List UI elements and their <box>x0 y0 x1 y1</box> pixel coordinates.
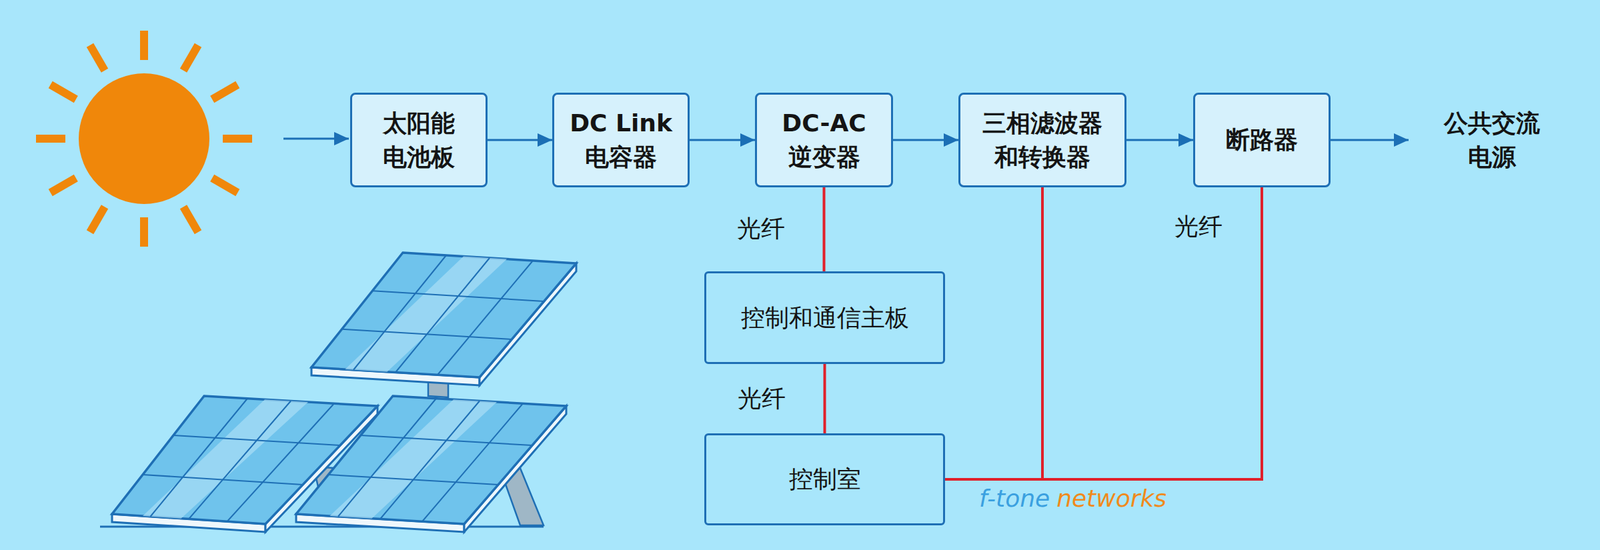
connector <box>945 187 1043 480</box>
sun-ray <box>50 84 77 100</box>
watermark: f-tonenetworks <box>979 485 1174 513</box>
connector <box>893 139 959 142</box>
sun-ray <box>36 134 66 143</box>
connector <box>1330 139 1409 142</box>
node-text: 三相滤波器 和转换器 <box>969 106 1116 175</box>
node-text: 公共交流 电源 <box>1419 106 1564 175</box>
panel-highlight <box>344 256 507 373</box>
sunlight-arrow <box>283 138 349 141</box>
edge-label: 光纤 <box>734 384 789 413</box>
sun-ray <box>183 45 199 71</box>
panel-grid <box>150 398 249 517</box>
node-text: 控制和通信主板 <box>740 300 910 335</box>
connector <box>1126 139 1194 142</box>
node-text: 控制室 <box>788 462 862 497</box>
panel-grid <box>372 290 544 302</box>
control-box: 控制和通信主板 <box>704 271 946 365</box>
process-box: 断路器 <box>1193 92 1331 188</box>
solar-panels <box>112 252 577 533</box>
panel-highlight <box>329 399 497 519</box>
watermark-text: networks <box>1056 484 1167 513</box>
sun-ray <box>212 84 238 100</box>
process-box: 太阳能 电池板 <box>350 92 488 188</box>
panel-grid <box>437 260 533 375</box>
process-box: DC Link 电容器 <box>552 92 690 188</box>
sun-ray <box>90 45 105 71</box>
connector <box>823 364 827 434</box>
sun-ray <box>90 206 105 233</box>
output-node: 公共交流 电源 <box>1408 92 1576 188</box>
sun-icon <box>36 30 253 247</box>
edge-label: 光纤 <box>1171 212 1226 241</box>
sun-ray <box>222 134 253 143</box>
process-box: 三相滤波器 和转换器 <box>958 92 1127 188</box>
panel-grid <box>338 398 437 517</box>
panel-grid <box>395 258 490 373</box>
control-box: 控制室 <box>704 433 946 526</box>
edge-label: 光纤 <box>734 214 788 243</box>
sun-disc <box>78 73 210 205</box>
panel-grid <box>342 329 513 340</box>
sun-ray <box>50 178 77 193</box>
sun-ray <box>140 30 149 61</box>
process-box: DC-AC 逆变器 <box>754 92 894 188</box>
panel-grid <box>353 255 447 371</box>
connector <box>487 139 553 142</box>
panel-face <box>311 252 577 378</box>
node-text: 太阳能 电池板 <box>361 106 477 175</box>
panel-grid <box>173 435 341 446</box>
sun-ray <box>183 206 199 233</box>
node-text: DC Link 电容器 <box>563 106 679 175</box>
panel-grid <box>188 401 291 520</box>
panel-grid <box>422 403 523 522</box>
watermark-text: f-tone <box>979 484 1050 513</box>
connector <box>945 187 1262 480</box>
panel-grid <box>380 401 480 520</box>
node-text: 断路器 <box>1225 122 1298 157</box>
sun-ray <box>212 178 238 193</box>
panel-grid <box>142 474 303 485</box>
panel-grid <box>360 435 533 446</box>
connector <box>823 187 826 272</box>
node-text: DC-AC 逆变器 <box>766 106 882 175</box>
solar-panel <box>311 252 577 398</box>
connector <box>689 139 755 142</box>
panel-grid <box>328 474 499 485</box>
panel-face <box>296 396 567 525</box>
solar-panel <box>296 396 567 533</box>
sun-ray <box>140 217 149 247</box>
